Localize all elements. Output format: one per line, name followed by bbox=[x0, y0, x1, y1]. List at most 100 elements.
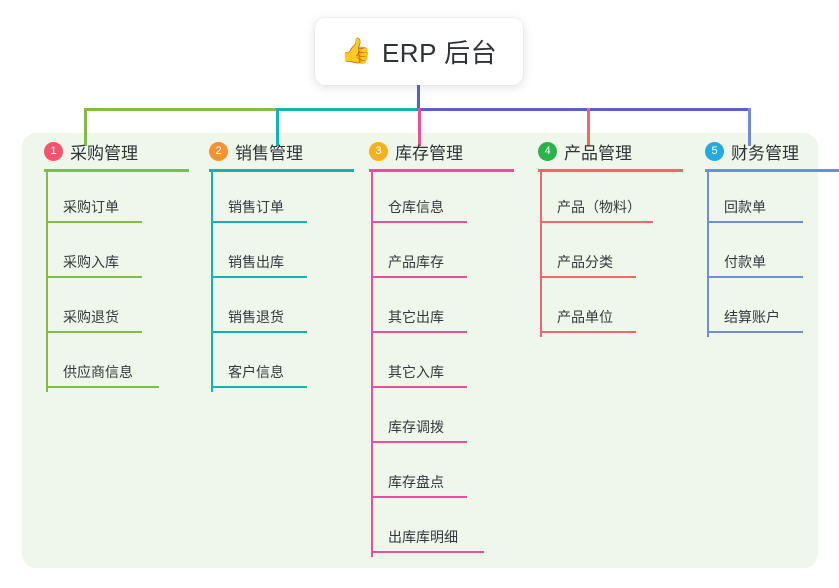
column-badge-4: 4 bbox=[538, 141, 557, 161]
menu-item-label: 产品库存 bbox=[388, 254, 444, 270]
menu-item-label: 付款单 bbox=[724, 254, 766, 270]
menu-item[interactable]: 供应商信息 bbox=[46, 337, 189, 392]
menu-item[interactable]: 仓库信息 bbox=[371, 172, 514, 227]
menu-item-underline bbox=[211, 331, 307, 333]
menu-item[interactable]: 付款单 bbox=[707, 227, 839, 282]
menu-item[interactable]: 回款单 bbox=[707, 172, 839, 227]
drop-connector-1 bbox=[84, 108, 87, 146]
menu-item-label: 采购退货 bbox=[63, 309, 119, 325]
column-header-5[interactable]: 5 财务管理 bbox=[694, 133, 839, 169]
drop-connector-2 bbox=[276, 108, 279, 146]
column-trunk-3 bbox=[371, 172, 373, 557]
column-underline-4 bbox=[538, 169, 683, 172]
menu-item-underline bbox=[371, 496, 467, 498]
menu-item[interactable]: 库存盘点 bbox=[371, 447, 514, 502]
diagram-panel bbox=[22, 133, 818, 568]
column-underline-2 bbox=[209, 169, 354, 172]
root-node-label: ERP 后台 bbox=[381, 38, 498, 68]
menu-item-underline bbox=[540, 276, 636, 278]
menu-item-label: 供应商信息 bbox=[63, 364, 133, 380]
menu-item[interactable]: 采购订单 bbox=[46, 172, 189, 227]
menu-item-label: 销售订单 bbox=[228, 199, 284, 215]
menu-item-underline bbox=[371, 221, 467, 223]
root-node-content: 👍 ERP 后台 bbox=[341, 33, 497, 70]
menu-item-label: 仓库信息 bbox=[388, 199, 444, 215]
menu-item[interactable]: 库存调拨 bbox=[371, 392, 514, 447]
column-badge-5: 5 bbox=[705, 141, 724, 161]
menu-item[interactable]: 销售订单 bbox=[211, 172, 354, 227]
menu-item-underline bbox=[371, 276, 467, 278]
column-title-5: 财务管理 bbox=[731, 143, 799, 163]
column-trunk-4 bbox=[540, 172, 542, 337]
menu-item[interactable]: 销售退货 bbox=[211, 282, 354, 337]
menu-item[interactable]: 产品库存 bbox=[371, 227, 514, 282]
menu-item-underline bbox=[371, 551, 484, 553]
bus-green-connector bbox=[84, 108, 276, 111]
thumbs-up-icon: 👍 bbox=[340, 37, 372, 65]
column-underline-1 bbox=[44, 169, 189, 172]
menu-item[interactable]: 产品（物料） bbox=[540, 172, 683, 227]
menu-item-underline bbox=[371, 386, 467, 388]
menu-item[interactable]: 结算账户 bbox=[707, 282, 839, 337]
menu-item-label: 销售退货 bbox=[228, 309, 284, 325]
bus-teal-connector bbox=[276, 108, 418, 111]
menu-item[interactable]: 产品单位 bbox=[540, 282, 683, 337]
menu-item[interactable]: 产品分类 bbox=[540, 227, 683, 282]
menu-item-label: 其它出库 bbox=[388, 309, 444, 325]
drop-connector-3 bbox=[418, 108, 421, 146]
column-badge-1: 1 bbox=[44, 141, 63, 161]
menu-item-underline bbox=[46, 386, 159, 388]
menu-item-label: 产品分类 bbox=[557, 254, 613, 270]
column-items-1: 采购订单采购入库采购退货供应商信息 bbox=[46, 172, 189, 392]
menu-item-underline bbox=[540, 221, 653, 223]
bus-purple-connector bbox=[418, 108, 748, 111]
column-items-3: 仓库信息产品库存其它出库其它入库库存调拨库存盘点出库库明细 bbox=[371, 172, 514, 557]
column-underline-5 bbox=[705, 169, 839, 172]
drop-connector-4 bbox=[587, 108, 590, 146]
root-stem-connector bbox=[417, 85, 420, 110]
menu-item[interactable]: 采购入库 bbox=[46, 227, 189, 282]
menu-item-label: 结算账户 bbox=[724, 309, 780, 325]
menu-item-underline bbox=[371, 331, 467, 333]
menu-item-underline bbox=[707, 221, 803, 223]
menu-item-label: 销售出库 bbox=[228, 254, 284, 270]
menu-item-underline bbox=[371, 441, 467, 443]
menu-item[interactable]: 采购退货 bbox=[46, 282, 189, 337]
menu-item-label: 采购订单 bbox=[63, 199, 119, 215]
menu-item-label: 回款单 bbox=[724, 199, 766, 215]
column-trunk-2 bbox=[211, 172, 213, 392]
drop-connector-5 bbox=[748, 108, 751, 146]
menu-item[interactable]: 销售出库 bbox=[211, 227, 354, 282]
menu-item-label: 库存盘点 bbox=[388, 474, 444, 490]
menu-item-underline bbox=[46, 221, 142, 223]
column-badge-2: 2 bbox=[209, 141, 228, 161]
menu-item[interactable]: 其它出库 bbox=[371, 282, 514, 337]
menu-item-label: 采购入库 bbox=[63, 254, 119, 270]
menu-item[interactable]: 其它入库 bbox=[371, 337, 514, 392]
column-header-1[interactable]: 1 采购管理 bbox=[33, 133, 189, 169]
root-node-card[interactable]: 👍 ERP 后台 bbox=[315, 18, 523, 85]
menu-item-underline bbox=[707, 276, 803, 278]
menu-item-label: 出库库明细 bbox=[388, 529, 458, 545]
menu-item-underline bbox=[211, 276, 307, 278]
menu-item[interactable]: 出库库明细 bbox=[371, 502, 514, 557]
menu-item-underline bbox=[46, 331, 142, 333]
column-underline-3 bbox=[369, 169, 514, 172]
column-container: 1 采购管理采购订单采购入库采购退货供应商信息 2 销售管理销售订单销售出库销售退货客… bbox=[22, 133, 839, 568]
menu-item-label: 其它入库 bbox=[388, 364, 444, 380]
column-trunk-5 bbox=[707, 172, 709, 337]
column-header-2[interactable]: 2 销售管理 bbox=[198, 133, 354, 169]
column-title-2: 销售管理 bbox=[235, 143, 303, 163]
menu-item-underline bbox=[540, 331, 636, 333]
column-1: 1 采购管理采购订单采购入库采购退货供应商信息 bbox=[33, 133, 189, 392]
column-title-1: 采购管理 bbox=[70, 143, 138, 163]
menu-item-label: 客户信息 bbox=[228, 364, 284, 380]
menu-item[interactable]: 客户信息 bbox=[211, 337, 354, 392]
column-items-5: 回款单付款单结算账户 bbox=[707, 172, 839, 337]
column-5: 5 财务管理回款单付款单结算账户 bbox=[694, 133, 839, 337]
